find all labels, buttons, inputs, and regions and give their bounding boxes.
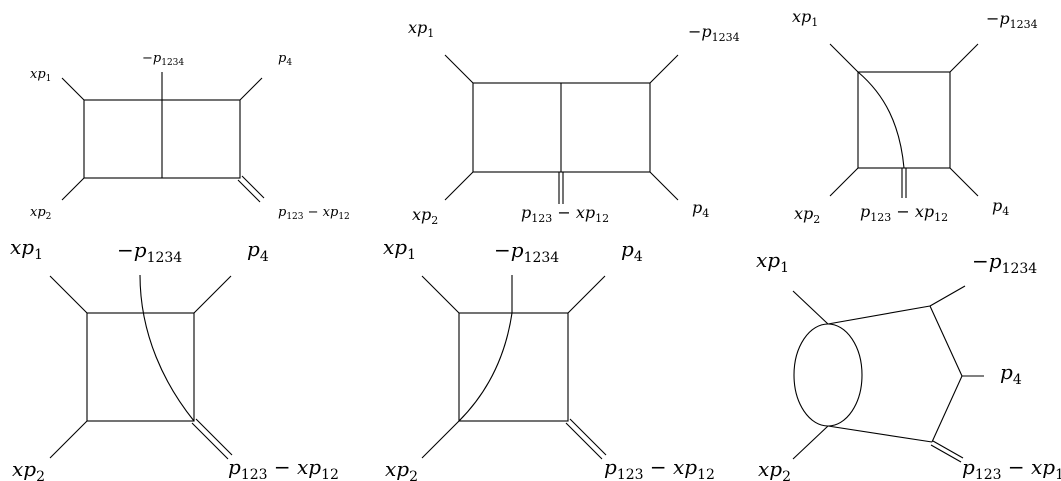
label-xp1: xp1 xyxy=(792,7,818,29)
massive-leg-a xyxy=(191,422,229,460)
massive-leg-b xyxy=(195,418,233,456)
diagram-2: xp1 −p1234 xp2 p123 − xp12 p4 xyxy=(408,18,740,227)
leg-p4 xyxy=(567,275,606,314)
label-xp2: xp2 xyxy=(385,457,418,481)
box-outline xyxy=(86,312,195,422)
label-p123-minus-xp12: p123 − xp12 xyxy=(521,203,609,225)
diagram-5-lines xyxy=(421,275,607,460)
diagram-6-lines xyxy=(792,285,984,463)
internal-arc xyxy=(139,274,195,422)
pentagon-top-edge xyxy=(827,305,931,325)
leg-xp1 xyxy=(829,43,859,73)
leg-xp2 xyxy=(61,177,85,201)
label-p123-minus-xp12: p123 − xp12 xyxy=(604,455,715,481)
label-xp2: xp2 xyxy=(12,457,45,481)
massive-leg-b xyxy=(932,440,964,459)
label-minus-p1234: −p1234 xyxy=(494,238,559,266)
diagram-4: xp1 −p1234 p4 xp2 p123 − xp12 xyxy=(10,235,339,481)
leg-xp1 xyxy=(49,275,88,314)
label-xp1: xp1 xyxy=(30,67,51,84)
label-p4: p4 xyxy=(692,198,709,220)
box-outline xyxy=(458,312,569,422)
label-p123-minus-xp12: p123 − xp12 xyxy=(278,205,350,222)
label-minus-p1234: −p1234 xyxy=(972,249,1037,277)
internal-arc xyxy=(458,312,513,422)
bubble-loop xyxy=(793,323,863,427)
label-minus-p1234: −p1234 xyxy=(986,9,1038,31)
massive-leg-a xyxy=(237,179,261,203)
diagram-3-lines xyxy=(829,43,979,198)
diagram-3: xp1 −p1234 xp2 p123 − xp12 p4 xyxy=(792,7,1038,226)
diagram-2-lines xyxy=(444,54,679,204)
label-p4: p4 xyxy=(992,196,1009,218)
label-xp1: xp1 xyxy=(756,248,789,276)
leg-xp2 xyxy=(829,167,859,197)
pentagon-bottom-edge xyxy=(827,425,933,443)
label-minus-p1234: −p1234 xyxy=(142,51,184,68)
label-p4: p4 xyxy=(1000,360,1022,388)
label-p4: p4 xyxy=(278,51,292,68)
leg-minus-p1234 xyxy=(949,43,979,73)
leg-p4 xyxy=(239,77,263,101)
massive-leg-a xyxy=(930,444,962,463)
label-p4: p4 xyxy=(247,237,269,265)
label-minus-p1234: −p1234 xyxy=(688,22,740,44)
leg-xp1 xyxy=(792,290,829,325)
label-xp2: xp2 xyxy=(758,457,791,481)
label-p123-minus-xp12: p123 − xp12 xyxy=(860,202,948,224)
label-xp2: xp2 xyxy=(30,205,51,222)
internal-arc xyxy=(857,71,905,169)
leg-minus-p1234 xyxy=(929,285,966,307)
massive-leg-b xyxy=(569,418,607,456)
label-xp1: xp1 xyxy=(408,18,434,40)
leg-xp1 xyxy=(444,54,474,84)
label-p123-minus-xp12: p123 − xp12 xyxy=(962,455,1061,481)
diagram-5: xp1 −p1234 p4 xp2 p123 − xp12 xyxy=(383,235,715,481)
leg-xp2 xyxy=(49,420,88,459)
label-xp1: xp1 xyxy=(10,235,43,263)
leg-minus-p1234 xyxy=(649,54,679,84)
leg-xp1 xyxy=(61,77,85,101)
diagram-1: xp1 −p1234 p4 xp2 p123 − xp12 xyxy=(30,51,350,222)
label-xp2: xp2 xyxy=(412,205,438,227)
leg-xp1 xyxy=(421,275,460,314)
leg-p4 xyxy=(949,167,979,197)
label-p123-minus-xp12: p123 − xp12 xyxy=(228,455,339,481)
leg-xp2 xyxy=(792,425,829,460)
pentagon-upper-right-edge xyxy=(929,305,963,377)
label-xp1: xp1 xyxy=(383,235,416,263)
leg-p4 xyxy=(649,171,679,201)
label-p4: p4 xyxy=(621,237,643,265)
leg-p4 xyxy=(193,275,232,314)
massive-leg-b xyxy=(241,175,265,199)
leg-xp2 xyxy=(421,420,460,459)
label-minus-p1234: −p1234 xyxy=(117,238,182,266)
pentagon-lower-right-edge xyxy=(931,375,963,443)
diagram-1-lines xyxy=(61,72,265,203)
diagram-6: xp1 −p1234 p4 xp2 p123 − xp12 xyxy=(756,248,1061,481)
leg-xp2 xyxy=(444,171,474,201)
massive-leg-a xyxy=(565,422,603,460)
diagram-4-lines xyxy=(49,274,233,460)
label-xp2: xp2 xyxy=(794,204,820,226)
